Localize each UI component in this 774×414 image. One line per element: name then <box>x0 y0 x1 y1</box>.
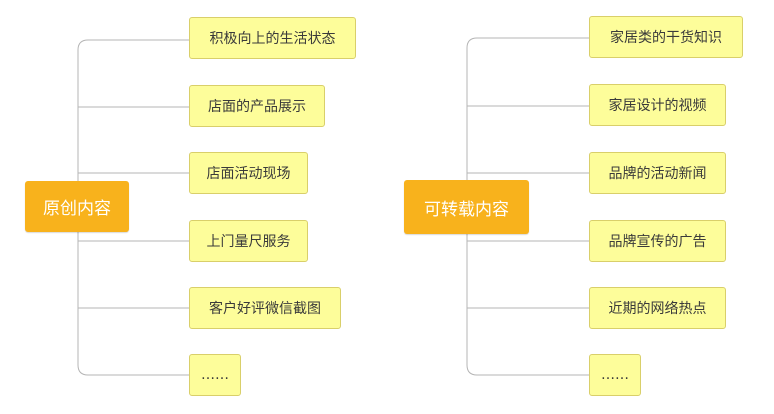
right-leaf-6[interactable]: …… <box>589 354 641 396</box>
right-leaf-2[interactable]: 家居设计的视频 <box>589 84 726 126</box>
right-leaf-4[interactable]: 品牌宣传的广告 <box>589 220 726 262</box>
right-leaf-5[interactable]: 近期的网络热点 <box>589 287 726 329</box>
left-leaf-6[interactable]: …… <box>189 354 241 396</box>
left-leaf-2[interactable]: 店面的产品展示 <box>189 85 325 127</box>
left-leaf-1[interactable]: 积极向上的生活状态 <box>189 17 356 59</box>
right-leaf-3[interactable]: 品牌的活动新闻 <box>589 152 726 194</box>
left-leaf-3[interactable]: 店面活动现场 <box>189 152 308 194</box>
right-leaf-1[interactable]: 家居类的干货知识 <box>589 16 743 58</box>
right-root-node[interactable]: 可转载内容 <box>404 180 529 234</box>
left-leaf-5[interactable]: 客户好评微信截图 <box>189 287 341 329</box>
left-root-node[interactable]: 原创内容 <box>25 181 129 232</box>
left-leaf-4[interactable]: 上门量尺服务 <box>189 220 308 262</box>
